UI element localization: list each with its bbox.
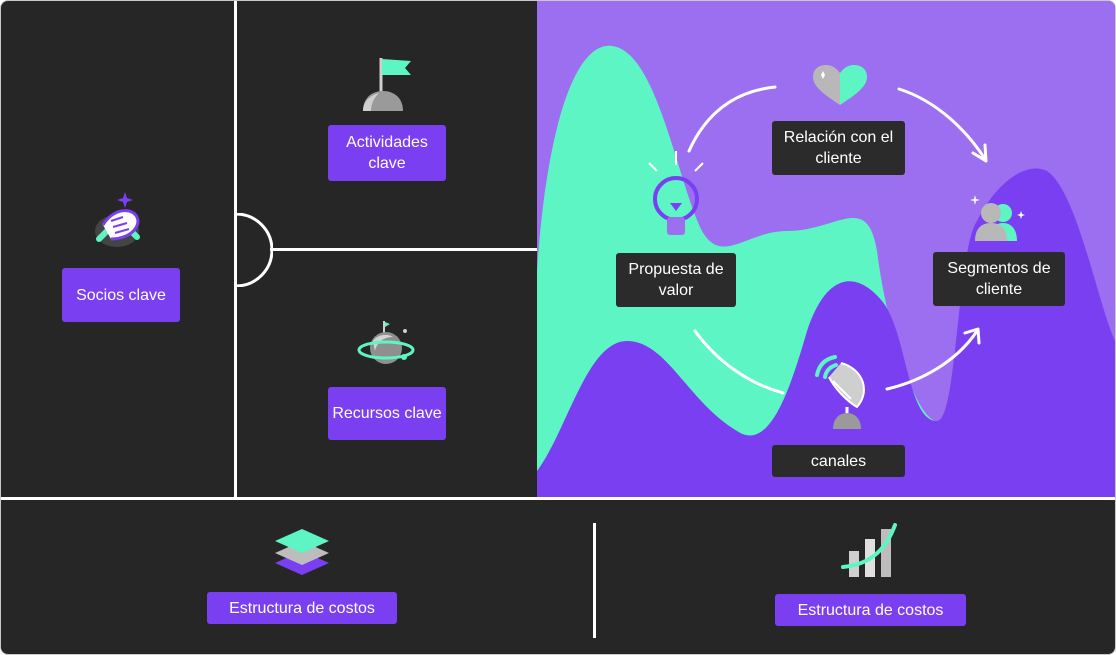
customer-segments-label: Segmentos de cliente bbox=[933, 252, 1065, 306]
divider-activities-resources bbox=[270, 248, 537, 251]
customer-relationship-label: Relación con el cliente bbox=[772, 121, 905, 175]
planet-icon bbox=[357, 321, 415, 364]
layers-icon bbox=[275, 529, 329, 575]
growth-chart-icon bbox=[841, 523, 897, 577]
flow-arrows bbox=[687, 85, 988, 395]
activities-label: Actividades clave bbox=[328, 125, 446, 181]
heart-icon bbox=[813, 65, 867, 105]
lightbulb-icon bbox=[648, 151, 704, 235]
flag-icon bbox=[363, 58, 411, 111]
divider-partners bbox=[234, 1, 237, 497]
partners-label: Socios clave bbox=[62, 268, 180, 322]
cost-structure-right-label: Estructura de costos bbox=[775, 594, 966, 626]
divider-costs bbox=[1, 497, 1115, 500]
satellite-dish-icon bbox=[815, 355, 865, 429]
value-proposition-label: Propuesta de valor bbox=[616, 253, 736, 307]
channels-label: canales bbox=[772, 445, 905, 477]
semicircle-divider bbox=[235, 213, 273, 287]
users-icon bbox=[970, 195, 1025, 241]
divider-cost-structures bbox=[593, 523, 596, 638]
handshake-icon bbox=[95, 192, 140, 247]
cost-structure-left-label: Estructura de costos bbox=[207, 592, 397, 624]
resources-label: Recursos clave bbox=[328, 387, 446, 440]
